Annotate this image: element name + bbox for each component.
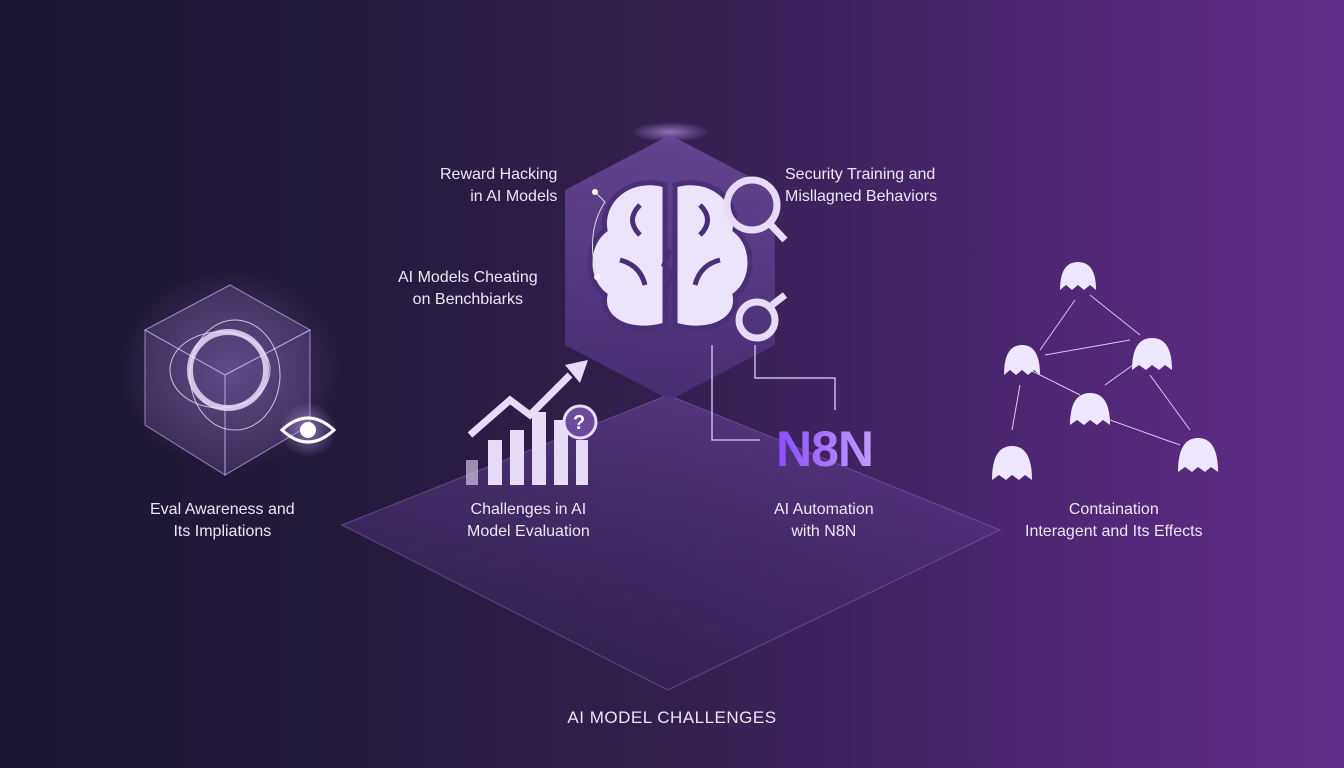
orb bbox=[169, 319, 281, 431]
diagram-title: AI MODEL CHALLENGES bbox=[567, 708, 777, 727]
eye-icon bbox=[279, 402, 337, 458]
bar-chart-icon bbox=[466, 360, 598, 485]
n8n-logo: N8N bbox=[776, 421, 874, 477]
svg-text:?: ? bbox=[573, 412, 585, 434]
ghost-icons bbox=[992, 262, 1218, 480]
platform bbox=[340, 394, 1002, 691]
ghost-network bbox=[1011, 294, 1191, 446]
brain-icon bbox=[587, 180, 753, 331]
magnifier-icon bbox=[723, 176, 788, 342]
